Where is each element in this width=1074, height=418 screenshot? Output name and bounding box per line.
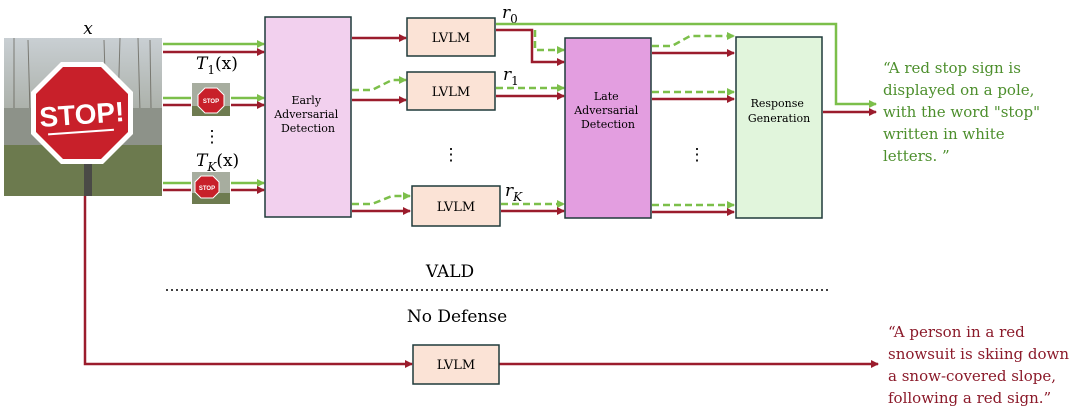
lvlm-box-no-defense: LVLM <box>412 344 500 385</box>
input-image: STOP! <box>4 37 162 196</box>
lvlm-box-1: LVLM <box>406 71 496 111</box>
svg-text:STOP: STOP <box>199 186 215 192</box>
transform-label-1: T1(x) <box>196 54 238 77</box>
output-label-r1: r1 <box>503 65 519 88</box>
transform-thumb-1: STOP <box>192 83 230 116</box>
no-defense-output-text: “A person in a red snowsuit is skiing do… <box>888 323 1074 407</box>
late-detection-label: Late Adversarial Detection <box>573 90 642 131</box>
input-arrows <box>163 40 265 194</box>
no-defense-arrows <box>83 196 879 368</box>
response-generation-label: Response Generation <box>748 97 810 125</box>
late-to-response-arrows <box>652 32 735 216</box>
late-detection-block <box>564 37 652 219</box>
lvlm-box-k: LVLM <box>411 185 501 227</box>
early-detection-label: Early Adversarial Detection <box>273 94 342 135</box>
early-detection-block <box>264 16 352 218</box>
svg-text:LVLM: LVLM <box>437 358 475 373</box>
lvlm-ellipsis: ⋮ <box>443 145 460 165</box>
transform-label-k: TK(x) <box>196 151 239 174</box>
response-generation-block <box>735 36 823 219</box>
no-defense-label: No Defense <box>407 307 507 327</box>
vald-label: VALD <box>425 262 474 282</box>
svg-text:LVLM: LVLM <box>437 200 475 215</box>
output-label-rk: rK <box>505 181 523 204</box>
vald-output-text: “A red stop sign is displayed on a pole,… <box>883 59 1045 165</box>
late-ellipsis: ⋮ <box>689 145 706 165</box>
transform-thumb-k: STOP <box>192 172 230 204</box>
early-to-lvlm-arrows <box>352 34 411 215</box>
svg-text:LVLM: LVLM <box>432 85 470 100</box>
svg-text:LVLM: LVLM <box>432 31 470 46</box>
transform-ellipsis: ⋮ <box>204 127 221 147</box>
input-label-x: x <box>83 19 93 39</box>
lvlm-box-0: LVLM <box>406 17 496 57</box>
svg-text:STOP: STOP <box>203 99 219 105</box>
lvlm-to-late-arrows <box>496 22 877 215</box>
stop-sign-text: STOP! <box>38 96 125 133</box>
output-label-r0: r0 <box>502 3 518 26</box>
